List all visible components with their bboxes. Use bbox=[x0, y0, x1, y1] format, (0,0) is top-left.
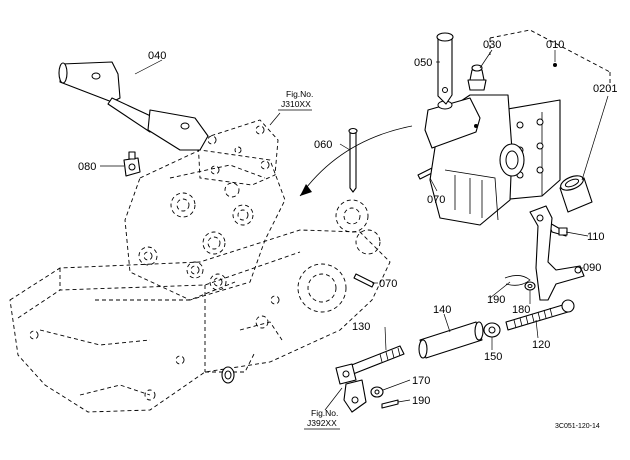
figure-ref-lower: Fig.No. J392XX bbox=[304, 408, 340, 430]
part-140-turnbuckle bbox=[418, 321, 484, 359]
part-050-pin bbox=[436, 32, 454, 105]
callout-180: 180 bbox=[512, 304, 530, 316]
callout-050: 050 bbox=[414, 57, 432, 69]
figure-ref-lower-line1: Fig.No. bbox=[311, 408, 338, 418]
part-030-grease-nipple bbox=[467, 64, 487, 91]
callout-080: 080 bbox=[78, 161, 96, 173]
callout-190-upper: 190 bbox=[487, 294, 505, 306]
part-180-washer bbox=[524, 281, 536, 291]
part-190-clip-lower bbox=[381, 399, 399, 409]
callout-020: 0201 bbox=[593, 83, 617, 95]
callout-090: 090 bbox=[583, 262, 601, 274]
part-070-split-pin-lower bbox=[353, 273, 375, 288]
callout-190-lower: 190 bbox=[412, 395, 430, 407]
callout-040: 040 bbox=[148, 50, 166, 62]
callout-060: 060 bbox=[314, 139, 332, 151]
callout-030: 030 bbox=[483, 39, 501, 51]
callout-150: 150 bbox=[484, 351, 502, 363]
part-060-pin bbox=[348, 127, 358, 193]
leader-lines bbox=[100, 49, 609, 411]
cover-plate bbox=[197, 119, 279, 186]
assembly-bracket bbox=[489, 29, 611, 88]
callout-130: 130 bbox=[352, 321, 370, 333]
callout-010: 010 bbox=[546, 39, 564, 51]
valve-block bbox=[124, 149, 286, 301]
callout-120: 120 bbox=[532, 339, 550, 351]
callout-170: 170 bbox=[412, 375, 430, 387]
callout-140: 140 bbox=[433, 304, 451, 316]
hydraulic-housing bbox=[9, 199, 391, 413]
part-170-washer bbox=[370, 386, 384, 398]
part-130-rod-end bbox=[335, 345, 405, 385]
linkage-lever-lower bbox=[343, 379, 367, 413]
callout-110: 110 bbox=[587, 231, 605, 243]
diagram-code: 3C051-120-14 bbox=[555, 423, 600, 430]
assembly-direction-arrow bbox=[299, 125, 413, 197]
part-090-arm bbox=[529, 205, 585, 301]
part-010-valve-assembly bbox=[424, 63, 561, 226]
part-190-clip-upper bbox=[504, 275, 531, 286]
figure-ref-lower-line2: J392XX bbox=[307, 418, 337, 428]
callout-070-upper: 070 bbox=[427, 194, 445, 206]
part-080-fitting bbox=[123, 151, 141, 177]
callout-labels: 040 050 030 010 0201 060 080 070 070 110… bbox=[78, 39, 617, 407]
figure-ref-upper-line1: Fig.No. bbox=[286, 89, 313, 99]
figure-ref-upper-line2: J310XX bbox=[281, 99, 311, 109]
housing-fitting bbox=[221, 366, 235, 384]
figure-ref-upper: Fig.No. J310XX bbox=[278, 89, 313, 111]
part-020-bushing bbox=[559, 175, 593, 213]
part-150-nut bbox=[483, 322, 501, 338]
callout-070-lower: 070 bbox=[379, 278, 397, 290]
part-120-threaded-rod bbox=[505, 299, 575, 331]
part-040-lever bbox=[58, 61, 209, 151]
